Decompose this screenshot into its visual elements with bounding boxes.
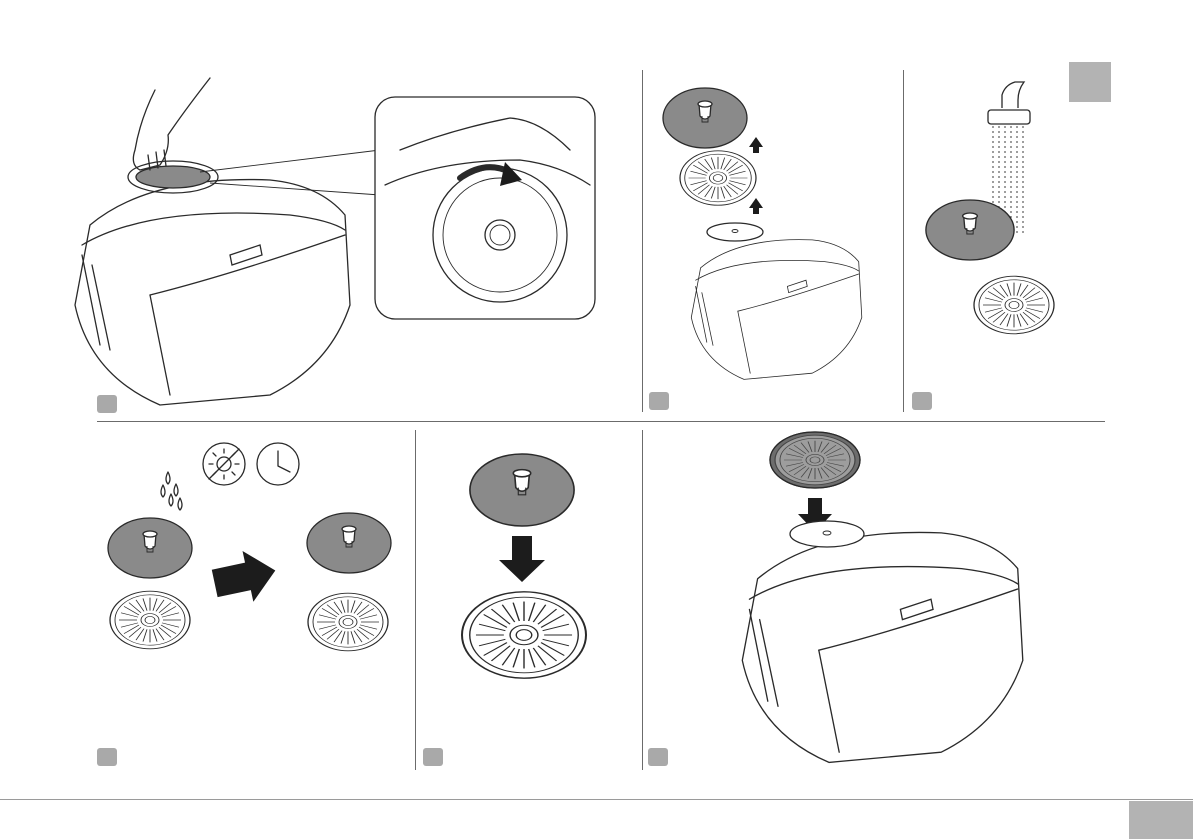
step-5-illustration xyxy=(462,454,586,678)
down-arrow-icon xyxy=(499,536,545,582)
step-1-illustration xyxy=(75,78,595,405)
step-2-illustration xyxy=(663,88,862,379)
right-arrow-icon xyxy=(209,545,280,609)
valve-cover xyxy=(136,166,210,188)
clock-icon xyxy=(257,443,299,485)
no-sun-icon xyxy=(203,443,245,485)
tap-icon xyxy=(1002,82,1024,108)
water-drops-icon xyxy=(161,472,182,510)
step-3-illustration xyxy=(926,82,1054,334)
hand-icon xyxy=(133,78,210,170)
up-arrow-icon xyxy=(749,198,763,214)
step-4-illustration xyxy=(108,443,391,651)
step-6-illustration xyxy=(742,432,1023,762)
up-arrow-icon xyxy=(749,137,763,153)
